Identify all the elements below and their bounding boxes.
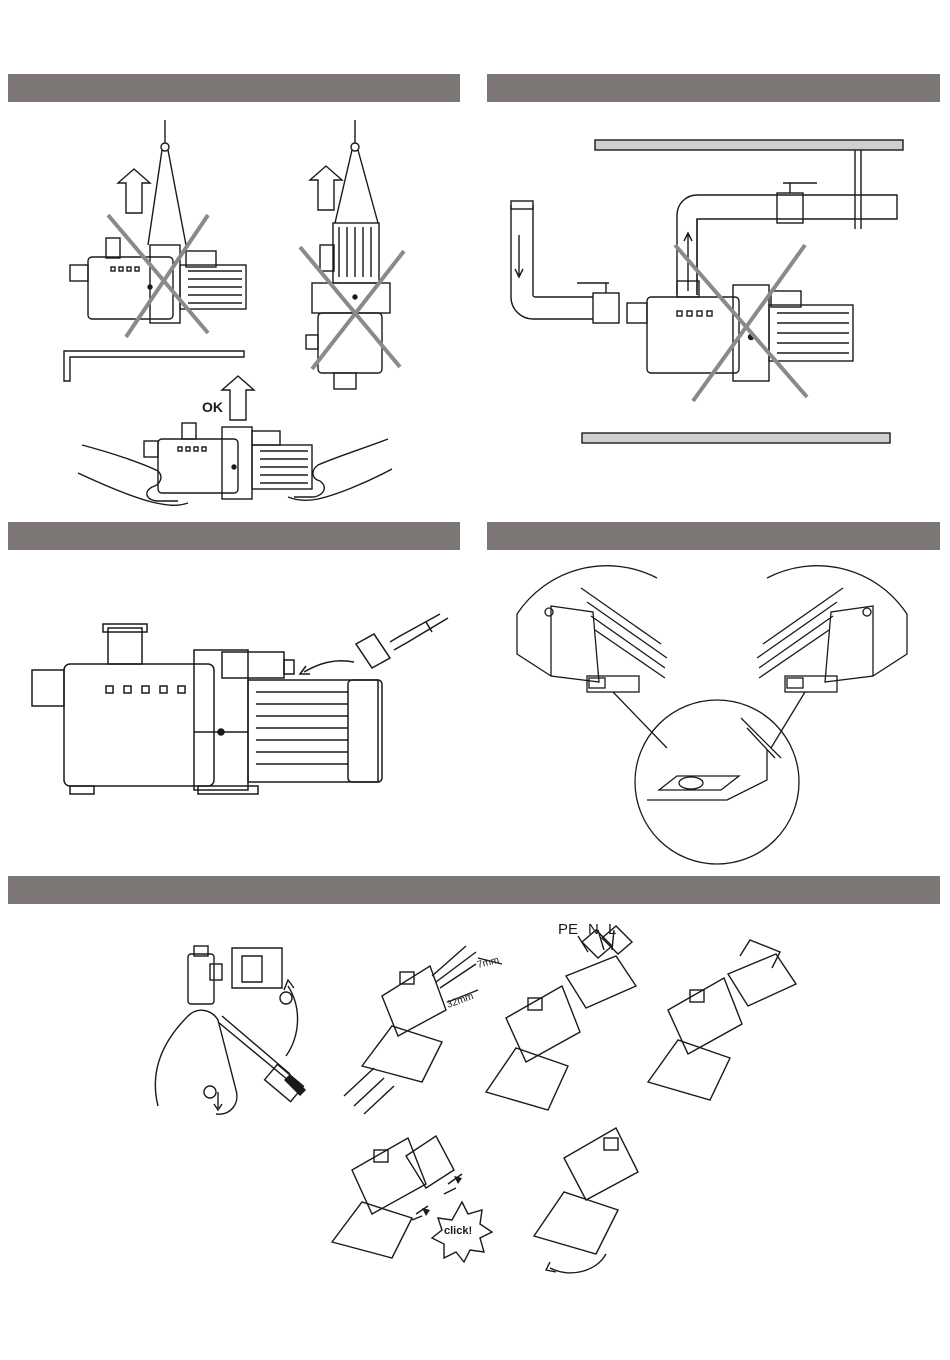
hand-icon: [155, 1010, 237, 1114]
section-bar-bottom: [8, 876, 940, 904]
screwdriver-icon: [218, 1016, 290, 1080]
pump-connector-diagram: [8, 552, 460, 868]
section-bar-mid-left: [8, 522, 460, 550]
dim-32mm-label: 32mm: [445, 991, 475, 1011]
click-label: click!: [444, 1225, 472, 1237]
dim-7mm-label: 7mm: [476, 955, 500, 971]
l-label: L: [608, 921, 616, 938]
hand-icon: [78, 445, 188, 505]
connector-assembly-diagram: 7mm 32mm PE N L click!: [8, 906, 940, 1346]
section-bar-top-left: [8, 74, 460, 102]
ok-label: OK: [202, 399, 223, 415]
rotate-arrow-icon: [550, 1254, 606, 1273]
n-label: N: [588, 921, 599, 938]
pe-label: PE: [558, 921, 578, 938]
lifting-diagram: OK: [8, 105, 460, 515]
cross-out-icon: [108, 215, 208, 333]
section-bar-top-right: [487, 74, 940, 102]
piping-diagram: [487, 105, 940, 515]
connector-plug-icon: [356, 614, 448, 668]
section-bar-mid-right: [487, 522, 940, 550]
mounting-feet-diagram: [487, 552, 940, 868]
arrow-up-icon: [118, 169, 150, 213]
